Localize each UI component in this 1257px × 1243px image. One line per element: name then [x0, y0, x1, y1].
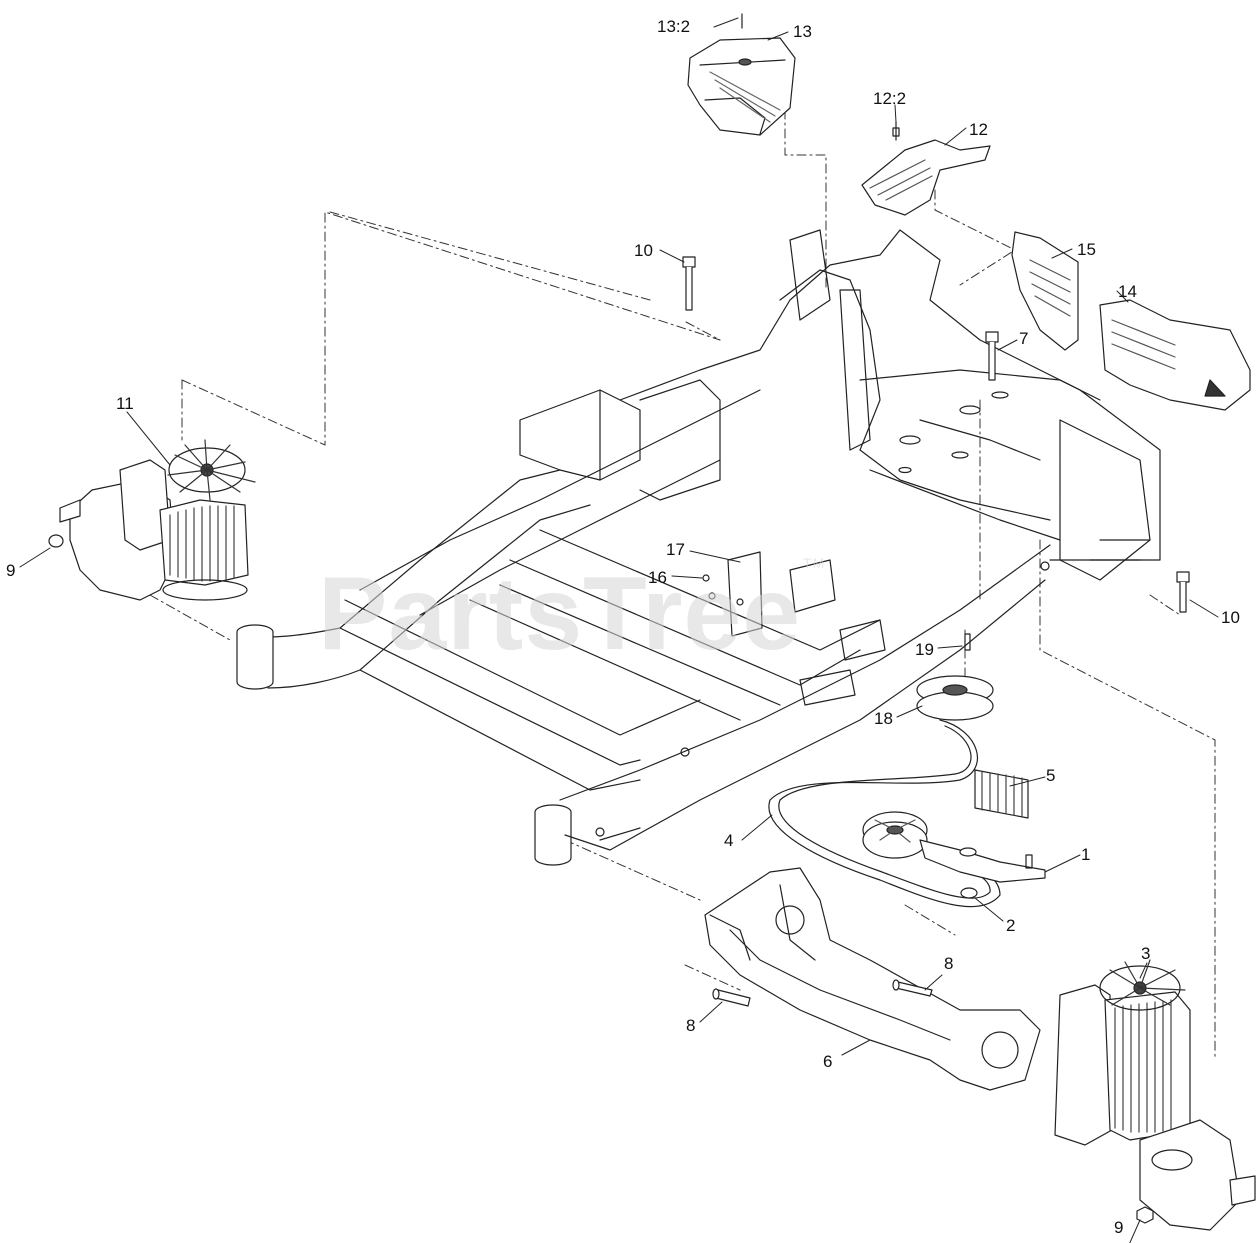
callout-11: 11	[116, 394, 134, 413]
callout-15: 15	[1077, 240, 1096, 259]
callout-10-right: 10	[1221, 608, 1240, 627]
callout-7: 7	[1019, 329, 1029, 348]
callout-13: 13	[793, 22, 812, 41]
callout-12: 12	[969, 120, 988, 139]
part-3-right-transaxle	[1054, 959, 1256, 1231]
part-4-belt	[768, 719, 1001, 908]
callout-14: 14	[1118, 282, 1137, 301]
callout-6: 6	[823, 1052, 833, 1071]
callout-9-right: 9	[1114, 1218, 1124, 1237]
callout-16: 16	[648, 568, 667, 587]
part-14-side-shield	[1099, 299, 1251, 411]
callout-18: 18	[874, 709, 893, 728]
part-2-washer	[960, 887, 978, 899]
part-18-pulley	[916, 675, 994, 721]
leader-lines	[19, 17, 1219, 1243]
part-6-bracket	[704, 867, 1041, 1091]
part-1-idler-assembly	[862, 811, 1046, 883]
callout-8-left: 8	[686, 1016, 696, 1035]
callout-17: 17	[666, 540, 685, 559]
callout-19: 19	[915, 640, 934, 659]
part-15-side-shield	[1011, 231, 1079, 351]
trademark-mark: TM	[803, 555, 826, 571]
part-12-shield	[861, 121, 991, 216]
assembly-dash-lines	[149, 109, 1216, 1061]
callout-3: 3	[1141, 944, 1151, 963]
part-8-pins	[712, 979, 933, 1007]
bolts	[682, 256, 1190, 651]
callout-10: 10	[634, 241, 653, 260]
callout-9: 9	[6, 561, 16, 580]
callout-13-2: 13:2	[657, 17, 691, 36]
callout-1: 1	[1081, 845, 1091, 864]
callout-12-2: 12:2	[873, 89, 907, 108]
part-5-spring	[974, 769, 1029, 819]
part-13-shield	[687, 13, 796, 136]
mower-frame	[236, 229, 1161, 866]
callout-5: 5	[1046, 766, 1056, 785]
callout-2: 2	[1006, 916, 1016, 935]
callout-8-right: 8	[944, 954, 954, 973]
part-11-left-transaxle	[48, 439, 256, 601]
callout-4: 4	[724, 831, 734, 850]
watermark-text: PartsTree	[318, 556, 802, 672]
